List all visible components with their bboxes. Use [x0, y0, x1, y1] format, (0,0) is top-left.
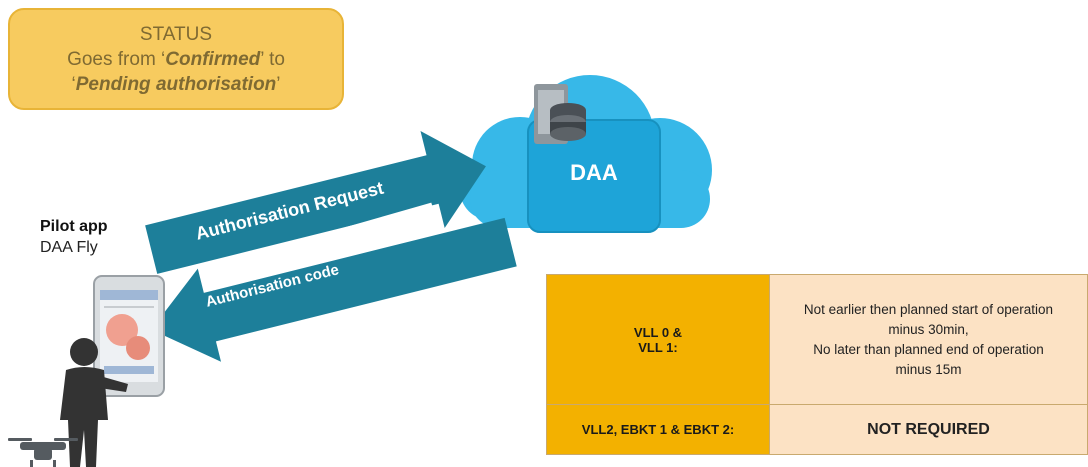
status-line-1: Goes from ‘Confirmed’ to [67, 49, 285, 70]
row-value: NOT REQUIRED [769, 404, 1088, 455]
response-arrow [151, 217, 517, 362]
table-row: VLL2, EBKT 1 & EBKT 2: NOT REQUIRED [546, 404, 1088, 455]
arrow-divider [204, 202, 433, 273]
pilot-figure-icon [60, 338, 128, 467]
pilot-app-title: Pilot app [40, 218, 108, 235]
status-line-2: ‘Pending authorisation’ [71, 74, 281, 95]
status-heading: STATUS [139, 24, 213, 45]
server-icon [534, 84, 586, 144]
authorisation-rules-table: VLL 0 & VLL 1: Not earlier then planned … [546, 274, 1088, 455]
daa-label: DAA [570, 160, 618, 185]
table-row: VLL 0 & VLL 1: Not earlier then planned … [546, 274, 1088, 405]
request-arrow [145, 131, 486, 274]
row-value: Not earlier then planned start of operat… [769, 274, 1088, 405]
daa-box [527, 119, 661, 233]
pilot-app-name: DAA Fly [40, 239, 98, 256]
status-callout: STATUS Goes from ‘Confirmed’ to ‘Pending… [8, 8, 344, 110]
phone-icon [93, 275, 165, 397]
row-key: VLL2, EBKT 1 & EBKT 2: [546, 404, 770, 455]
to-state: Pending authorisation [75, 74, 277, 95]
drone-icon [8, 438, 78, 467]
from-state: Confirmed [165, 49, 261, 70]
row-key: VLL 0 & VLL 1: [546, 274, 770, 405]
